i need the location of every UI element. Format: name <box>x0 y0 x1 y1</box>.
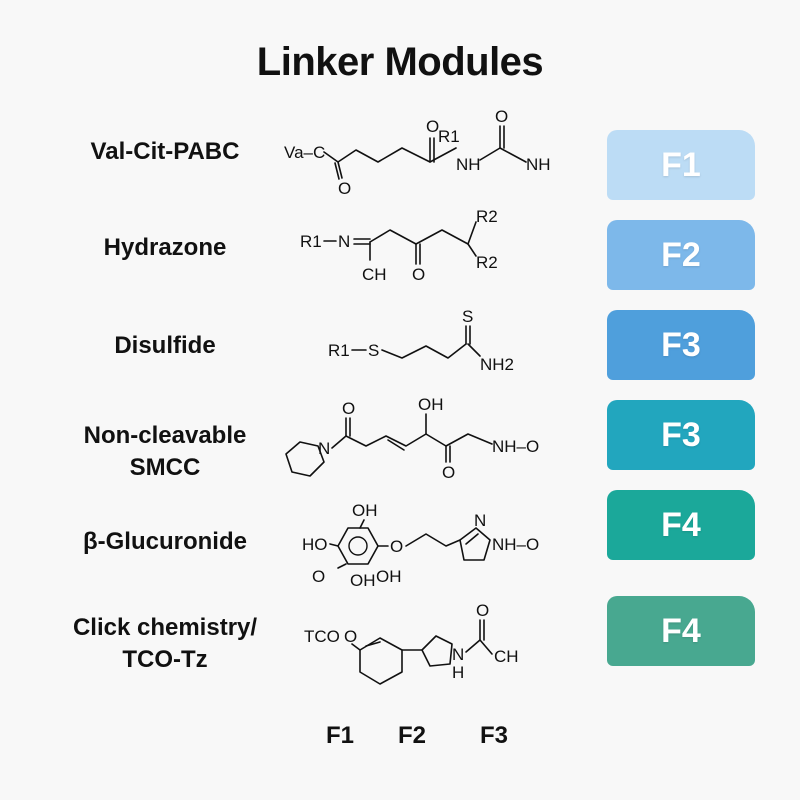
badge-label: F1 <box>661 145 701 184</box>
atom-label: NH <box>456 155 481 174</box>
linker-name-val-cit-pabc: Val-Cit-PABC <box>40 136 290 168</box>
atom-label: O <box>390 537 403 556</box>
linker-name-click-chemistry: Click chemistry/ TCO-Tz <box>40 612 290 676</box>
atom-label: Va–C <box>284 143 325 162</box>
atom-label: O <box>342 399 355 418</box>
linker-name-glucuronide: β-Glucuronide <box>40 526 290 558</box>
atom-label: S <box>462 307 473 326</box>
module-badge: F1 <box>607 130 755 200</box>
atom-label: NH <box>526 155 551 174</box>
atom-label: R2 <box>476 207 498 226</box>
linker-name-hydrazone: Hydrazone <box>40 232 290 264</box>
bottom-label-f3: F3 <box>480 722 509 749</box>
structure-disulfide: R1 S S NH2 <box>328 307 514 374</box>
linker-name-line: TCO-Tz <box>122 646 208 673</box>
bottom-label-f2: F2 <box>398 722 427 749</box>
atom-label: CH <box>362 265 387 284</box>
atom-label: HO <box>302 535 328 554</box>
linker-name-disulfide: Disulfide <box>40 330 290 362</box>
atom-label: O <box>412 265 425 284</box>
linker-name-line: Click chemistry/ <box>72 614 258 641</box>
atom-label: O <box>426 117 439 136</box>
badge-label: F2 <box>661 235 701 274</box>
module-badge: F3 <box>607 310 755 380</box>
atom-label: H <box>452 663 464 682</box>
atom-label: S <box>368 341 379 360</box>
linker-name-smcc: Non-cleavable SMCC <box>40 420 290 484</box>
page-title: Linker Modules <box>256 40 544 84</box>
linker-name-line: Disulfide <box>114 332 216 359</box>
structure-val-cit-pabc: Va–C O O R1 NH O NH <box>284 107 551 198</box>
module-badge: F2 <box>607 220 755 290</box>
atom-label: OH <box>352 501 378 520</box>
badge-label: F4 <box>661 611 701 650</box>
atom-label: R1 <box>328 341 350 360</box>
module-badge: F3 <box>607 400 755 470</box>
bottom-label-f1: F1 <box>326 722 355 749</box>
badge-label: F3 <box>661 415 701 454</box>
atom-label: NH2 <box>480 355 514 374</box>
linker-name-line: Val-Cit-PABC <box>90 138 240 165</box>
badge-label: F3 <box>661 325 701 364</box>
module-badge: F4 <box>607 490 755 560</box>
linker-name-line: SMCC <box>129 454 201 481</box>
atom-label: OH <box>350 571 376 590</box>
atom-label: O <box>338 179 351 198</box>
atom-label: O <box>476 601 489 620</box>
atom-label: N <box>474 511 486 530</box>
atom-label: O <box>312 567 325 586</box>
atom-label: R2 <box>476 253 498 272</box>
module-badge: F4 <box>607 596 755 666</box>
atom-label: N <box>452 645 464 664</box>
structure-hydrazone: R1 N CH O R2 R2 <box>300 207 498 284</box>
linker-name-line: Hydrazone <box>103 234 227 261</box>
atom-label: O <box>442 463 455 482</box>
atom-label: OH <box>376 567 402 586</box>
structure-smcc: N O OH O NH–O <box>285 395 539 482</box>
atom-label: NH–O <box>492 437 539 456</box>
structure-click-chemistry: TCO O N H O CH <box>304 601 519 685</box>
structure-glucuronide: OH HO O O OH OH N NH–O <box>302 501 539 590</box>
atom-label: O <box>495 107 508 126</box>
atom-label: R1 <box>300 232 322 251</box>
badge-label: F4 <box>661 505 701 544</box>
atom-label: N <box>338 232 350 251</box>
atom-label: N <box>318 439 330 458</box>
atom-label: NH–O <box>492 535 539 554</box>
atom-label: TCO <box>304 627 340 646</box>
atom-label: CH <box>494 647 519 666</box>
linker-name-line: β-Glucuronide <box>83 528 247 555</box>
linker-name-line: Non-cleavable <box>83 422 247 449</box>
atom-label: O <box>344 627 357 646</box>
atom-label: R1 <box>438 127 460 146</box>
atom-label: OH <box>418 395 444 414</box>
